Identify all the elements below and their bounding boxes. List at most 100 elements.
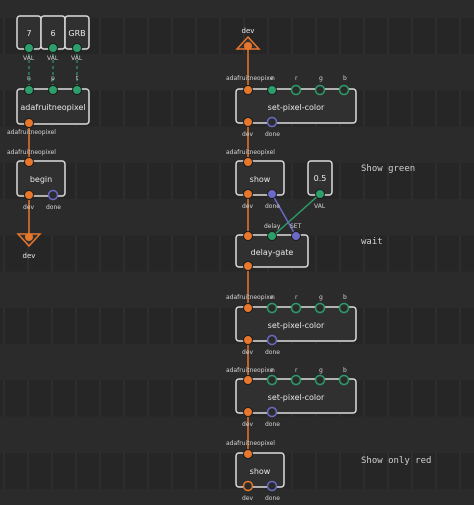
pin-label-b: b — [343, 294, 347, 301]
link-show1-done-to-set[interactable] — [271, 193, 297, 237]
output-pin[interactable] — [72, 43, 82, 53]
output-pin-dev[interactable] — [243, 117, 253, 127]
input-pin[interactable] — [314, 84, 326, 96]
pin-label-dev: dev — [23, 204, 35, 211]
dev-input-terminal[interactable]: dev — [235, 27, 261, 50]
pin-label-dev: dev — [242, 349, 254, 356]
input-pin[interactable] — [290, 302, 302, 314]
pin-label-b: b — [343, 75, 347, 82]
dev-output-terminal[interactable]: dev — [16, 233, 42, 260]
output-pin-dev[interactable] — [243, 335, 253, 345]
input-pin-set[interactable] — [291, 231, 301, 241]
comment-show-only-red[interactable]: Show only red — [361, 456, 431, 466]
output-pin-dev[interactable] — [243, 407, 253, 417]
output-pin-done[interactable] — [266, 406, 278, 418]
pin-label-done: done — [265, 131, 280, 138]
node-title: set-pixel-color — [268, 321, 325, 330]
node-title: delay-gate — [251, 248, 294, 257]
output-pin-done[interactable] — [266, 480, 278, 492]
pin-label-adafruitneopixel: adafruitneopixel — [7, 149, 56, 156]
input-pin[interactable] — [338, 302, 350, 314]
pin-label-g: g — [319, 75, 323, 82]
show-node-2[interactable]: adafruitneopixel show dev done — [226, 440, 285, 502]
pin-label-adafruitneopixe: adafruitneopixe — [226, 75, 274, 82]
pin-label-adafruitneopixel: adafruitneopixel — [226, 440, 275, 447]
input-pin[interactable] — [243, 449, 253, 459]
show-node-1[interactable]: adafruitneopixel show dev done — [226, 149, 285, 210]
pin-label-done: done — [265, 495, 280, 502]
output-pin-done[interactable] — [266, 334, 278, 346]
output-pin-done[interactable] — [267, 189, 277, 199]
pin-label-val: VAL — [71, 55, 83, 62]
pin-label-val: VAL — [47, 55, 59, 62]
input-pin[interactable] — [24, 157, 34, 167]
pin-label-n: n — [271, 367, 275, 374]
output-pin-dev[interactable] — [242, 480, 254, 492]
pin-label-n: n — [27, 75, 31, 82]
input-pin[interactable] — [243, 231, 253, 241]
comment-wait[interactable]: wait — [361, 237, 383, 247]
output-pin-done[interactable] — [266, 116, 278, 128]
comments: Show green wait Show only red — [361, 164, 431, 466]
pin-label-done: done — [46, 204, 61, 211]
input-pin-delay[interactable] — [267, 231, 277, 241]
input-pin[interactable] — [338, 374, 350, 386]
pin-label-adafruitneopixel: adafruitneopixel — [226, 149, 275, 156]
terminal-pin[interactable] — [244, 42, 252, 50]
input-pin[interactable] — [243, 303, 253, 313]
pin-label-dev: dev — [242, 495, 254, 502]
set-pixel-color-node-1[interactable]: adafruitneopixe n r g b set-pixel-color … — [226, 75, 357, 138]
input-pin-p[interactable] — [48, 85, 58, 95]
node-title: set-pixel-color — [268, 393, 325, 402]
link-const05-to-delay[interactable] — [272, 193, 321, 237]
pin-label-adafruitneopixe: adafruitneopixe — [226, 367, 274, 374]
node-title: adafruitneopixel — [20, 103, 85, 112]
input-pin[interactable] — [290, 374, 302, 386]
output-pin-done[interactable] — [47, 189, 59, 201]
input-pin-t[interactable] — [72, 85, 82, 95]
input-pin[interactable] — [314, 302, 326, 314]
pin-label-r: r — [295, 367, 298, 374]
constant-value: 0.5 — [314, 174, 327, 183]
input-pin[interactable] — [266, 302, 278, 314]
input-pin[interactable] — [338, 84, 350, 96]
pin-label-val: VAL — [314, 203, 326, 210]
pin-label-dev: dev — [242, 421, 254, 428]
input-pin[interactable] — [243, 157, 253, 167]
input-pin[interactable] — [314, 374, 326, 386]
terminal-pin[interactable] — [25, 233, 33, 241]
pin-label-g: g — [319, 367, 323, 374]
constant-value: 6 — [50, 29, 55, 38]
output-pin[interactable] — [48, 43, 58, 53]
pin-label-delay: delay — [264, 223, 281, 230]
pin-label-r: r — [295, 75, 298, 82]
pin-label-p: p — [51, 75, 55, 82]
set-pixel-color-node-3[interactable]: adafruitneopixe n r g b set-pixel-color … — [226, 367, 357, 428]
pin-label-done: done — [265, 203, 280, 210]
links — [28, 47, 321, 454]
input-pin[interactable] — [267, 85, 277, 95]
constant-node-0-5[interactable]: 0.5 VAL — [307, 160, 333, 210]
pin-label-t: t — [76, 75, 79, 82]
comment-show-green[interactable]: Show green — [361, 164, 415, 174]
input-pin-n[interactable] — [24, 85, 34, 95]
begin-node[interactable]: begin — [16, 160, 66, 197]
pin-label-b: b — [343, 367, 347, 374]
input-pin[interactable] — [243, 85, 253, 95]
pin-label-g: g — [319, 294, 323, 301]
set-pixel-color-node-2[interactable]: adafruitneopixe n r g b set-pixel-color … — [226, 294, 357, 356]
input-pin[interactable] — [266, 374, 278, 386]
output-pin-adafruitneopixel[interactable] — [24, 118, 34, 128]
output-pin-dev[interactable] — [243, 189, 253, 199]
output-pin[interactable] — [315, 189, 325, 199]
output-pin-dev[interactable] — [24, 190, 34, 200]
pin-label-adafruitneopixel: adafruitneopixel — [7, 129, 56, 136]
output-pin[interactable] — [243, 261, 253, 271]
pin-label-dev: dev — [242, 203, 254, 210]
delay-gate-node[interactable]: delay SET delay-gate — [235, 223, 309, 271]
output-pin[interactable] — [24, 43, 34, 53]
pin-label-dev: dev — [242, 131, 254, 138]
input-pin[interactable] — [290, 84, 302, 96]
input-pin[interactable] — [243, 375, 253, 385]
